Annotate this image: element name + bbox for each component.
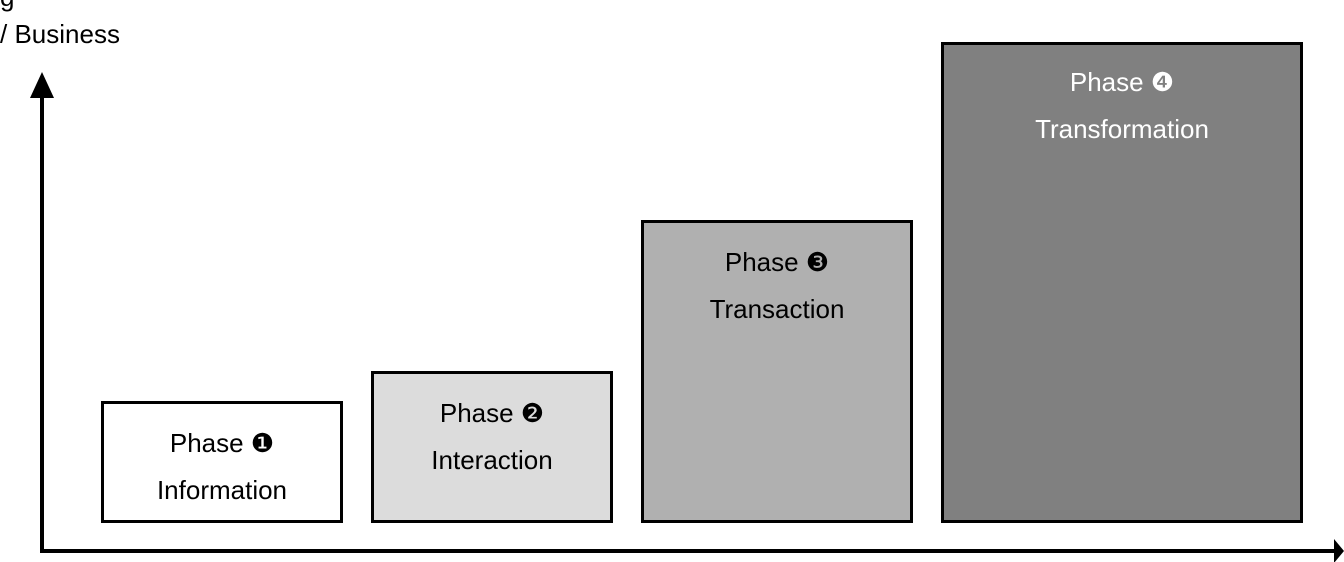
phase-heading: Phase ❷ xyxy=(439,398,545,428)
arrow-right-icon xyxy=(1334,539,1344,562)
phase-heading: Phase ❹ xyxy=(1069,67,1175,97)
phase-name: Transformation xyxy=(1035,114,1209,144)
phase-box-transformation: Phase ❹ Transformation xyxy=(941,42,1303,523)
phase-box-interaction: Phase ❷ Interaction xyxy=(371,371,613,523)
y-axis-title-line1: g xyxy=(0,0,14,10)
phase-heading: Phase ❸ xyxy=(724,247,830,277)
phase-name: Transaction xyxy=(709,294,845,324)
phase-box-transaction: Phase ❸ Transaction xyxy=(641,220,913,523)
phase-heading: Phase ❶ xyxy=(169,428,275,458)
arrow-up-icon xyxy=(30,72,54,98)
phase-name: Interaction xyxy=(431,445,553,475)
phase-name: Information xyxy=(156,475,288,505)
y-axis-title-line2: / Business xyxy=(0,19,120,49)
phase-box-information: Phase ❶ Information xyxy=(101,401,343,523)
